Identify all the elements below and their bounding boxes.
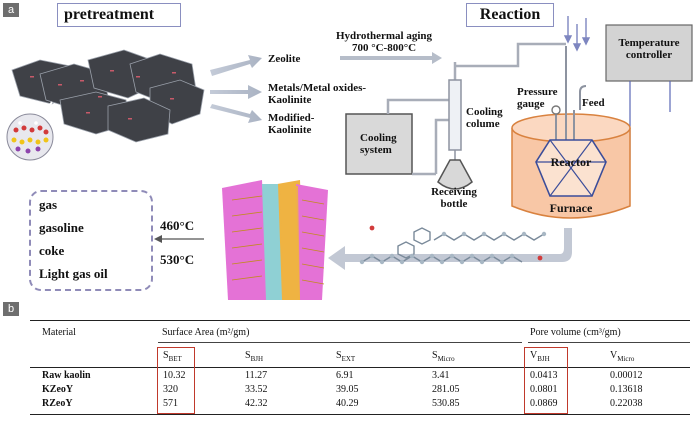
zeolite-lattice-lines [231, 195, 325, 285]
cell: 42.32 [245, 398, 268, 409]
process-diagram [6, 16, 693, 300]
cell: 33.52 [245, 384, 268, 395]
feed-label: Feed [582, 97, 605, 109]
temperature-460-label: 460°C [160, 218, 195, 233]
modified-kaolinite-label: Modified- Kaolinite [268, 112, 315, 136]
cell: 571 [163, 398, 178, 409]
metal-oxide-kaolinite-label: Metals/Metal oxides- Kaolinite [268, 82, 367, 106]
table-bottom-rule [30, 414, 690, 416]
reactor-vessel [535, 139, 607, 197]
temperature-530-label: 530°C [160, 252, 195, 267]
feed-arrows [563, 16, 591, 52]
cell: 0.13618 [610, 384, 643, 395]
cell: 11.27 [245, 370, 268, 381]
pressure-gauge-label: Pressure gauge [517, 86, 558, 110]
surface-area-header: Surface Area (m²/gm) [162, 327, 250, 338]
cell: 0.0869 [530, 398, 558, 409]
product-coke: coke [39, 243, 65, 258]
crystal-structure-inset [11, 121, 49, 154]
cell: 0.00012 [610, 370, 643, 381]
cell: 10.32 [163, 370, 186, 381]
temperature-controller-box [605, 24, 693, 82]
pore-volume-rule [528, 342, 690, 343]
subheader-s-bjh: SBJH [245, 350, 264, 363]
cell: 39.05 [336, 384, 359, 395]
receiving-bottle-label: Receiving bottle [431, 186, 477, 210]
temperature-controller-label: Temperature controller [618, 37, 680, 61]
kaolinite-platelets [11, 49, 205, 143]
table-row-raw-kaolin: Raw kaolin 10.32 11.27 6.91 3.41 0.0413 … [0, 370, 700, 383]
receiving-bottle [437, 159, 473, 190]
platelet-specks [30, 70, 176, 120]
panel-a-tag: a [3, 3, 19, 17]
row-material: RZeoY [42, 398, 73, 409]
cooling-system-label: Cooling system [360, 132, 397, 156]
reactor-label: Reactor [550, 155, 592, 169]
pore-volume-header: Pore volume (cm³/gm) [530, 327, 621, 338]
controller-wires [629, 81, 671, 160]
hydrothermal-aging-label: Hydrothermal aging 700 °C-800°C [335, 30, 433, 54]
surface-area-rule [158, 342, 522, 343]
row-material: KZeoY [42, 384, 74, 395]
subheader-s-micro: SMicro [432, 350, 455, 363]
reactor-tubes [555, 46, 587, 140]
table-top-rule [30, 320, 690, 322]
pretreatment-arrows [210, 55, 262, 123]
product-gas: gas [39, 197, 58, 212]
product-flow-arrow [328, 228, 572, 270]
products-box: gas gasoline coke Light gas oil [29, 190, 153, 291]
furnace-label: Furnace [549, 201, 593, 215]
cell: 3.41 [432, 370, 450, 381]
subheader-s-bet: SBET [163, 350, 182, 363]
row-material: Raw kaolin [42, 370, 91, 381]
cooling-column [448, 79, 462, 151]
conversion-arrow [154, 235, 204, 243]
cooling-system-box [345, 113, 413, 175]
sbet-highlight-box [157, 347, 195, 414]
zeolite-structure [222, 180, 328, 300]
material-header: Material [42, 327, 76, 338]
cell: 6.91 [336, 370, 354, 381]
cooling-colume-label: Cooling colume [466, 106, 503, 130]
cell: 0.0413 [530, 370, 558, 381]
cell: 281.05 [432, 384, 460, 395]
reaction-title: Reaction [466, 3, 554, 27]
cell: 530.85 [432, 398, 460, 409]
table-header-rule [30, 367, 690, 368]
panel-b-tag: b [3, 302, 19, 316]
cell: 40.29 [336, 398, 359, 409]
hydrocarbon-atoms [359, 231, 547, 265]
cell: 320 [163, 384, 178, 395]
product-gasoline: gasoline [39, 220, 84, 235]
vbjh-highlight-box [524, 347, 568, 414]
cell: 0.22038 [610, 398, 643, 409]
pretreatment-title: pretreatment [57, 3, 181, 27]
table-row-kzeoy: KZeoY 320 33.52 39.05 281.05 0.0801 0.13… [0, 384, 700, 397]
pressure-gauge [551, 105, 561, 115]
hydrothermal-arrow [340, 52, 442, 64]
product-light-gas-oil: Light gas oil [39, 266, 108, 281]
zeolite-label: Zeolite [268, 53, 301, 65]
table-row-rzeoy: RZeoY 571 42.32 40.29 530.85 0.0869 0.22… [0, 398, 700, 411]
subheader-v-bjh: VBJH [530, 350, 550, 363]
subheader-s-ext: SEXT [336, 350, 356, 363]
cell: 0.0801 [530, 384, 558, 395]
subheader-v-micro: VMicro [610, 350, 635, 363]
